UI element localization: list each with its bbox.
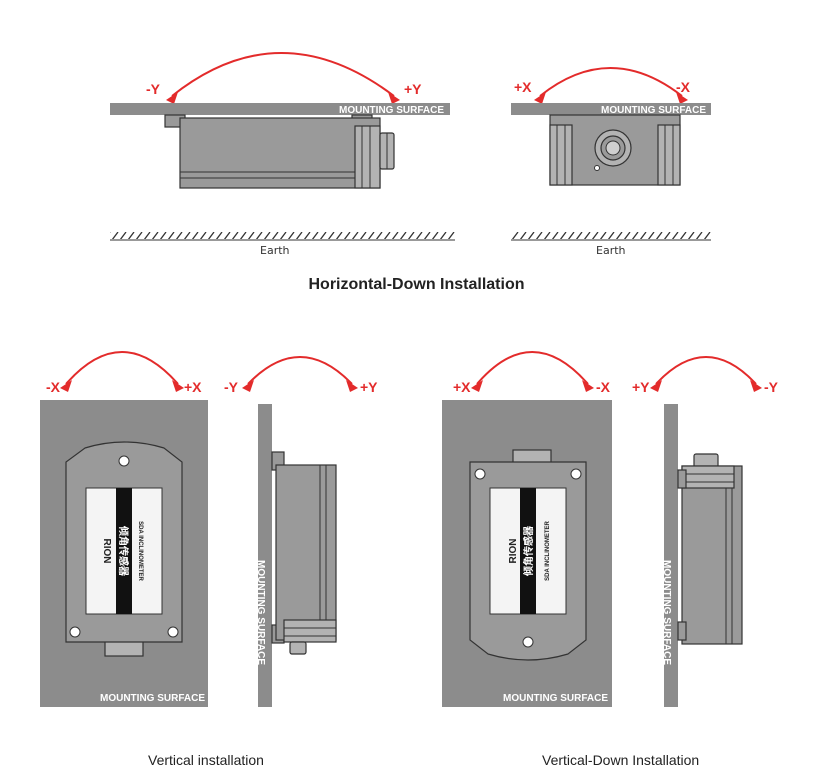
horizontal-down-title: Horizontal-Down Installation [308,276,525,293]
arrow-head-right [388,92,400,104]
mounting-surface-label: MOUNTING SURFACE [661,560,672,665]
mounting-surface-label: MOUNTING SURFACE [339,105,444,116]
top-left-view: -Y +Y MOUNTING SURFACE Earth [110,52,455,257]
rotation-arc [655,356,757,385]
axis-label-left: -Y [224,379,239,395]
vertical-down-side-view: +Y -Y MOUNTING SURFACE [632,356,779,707]
axis-label-left: +Y [632,379,650,395]
device-model: SDA INCLINOMETER [137,521,143,581]
device-body [275,464,337,641]
device-model: SDA INCLINOMETER [545,520,551,580]
mounting-surface [511,103,711,115]
mounting-surface-label: MOUNTING SURFACE [503,693,608,704]
rotation-arc [247,356,353,385]
rotation-arc [476,351,589,385]
earth-hatch [511,232,711,239]
arrow-head-right [676,92,688,104]
vertical-down-installation-caption: Vertical-Down Installation [542,752,700,768]
axis-label-right: -X [596,379,611,395]
axis-label-left: +X [453,379,471,395]
vertical-down-front-view: +X -X MOUNTING SURFACE 倾角传感器 RION SDA IN… [442,351,612,707]
cable-gland [289,641,307,655]
rotation-arc [539,67,683,97]
device-body [681,465,743,645]
rotation-arc [65,351,179,385]
arrow-head-left [166,92,178,104]
vertical-installation-caption: Vertical installation [148,752,264,768]
axis-label-left: -Y [146,81,161,97]
axis-label-right: -X [676,79,691,95]
axis-label-left: -X [46,379,61,395]
axis-label-right: +X [184,379,202,395]
device-end-cap [354,125,381,189]
earth-label: Earth [596,244,626,257]
rotation-arc [171,52,395,97]
device-brand: RION [101,539,112,564]
mounting-surface [110,103,450,115]
mounting-surface-label: MOUNTING SURFACE [100,693,205,704]
mounting-surface [664,404,678,707]
earth-hatch [110,232,455,239]
axis-label-right: -Y [764,379,779,395]
axis-label-right: +Y [360,379,378,395]
earth-label: Earth [260,244,290,257]
mounting-surface [258,404,272,707]
top-right-view: +X -X MOUNTING SURFACE Earth [511,67,711,257]
device-cn-name: 倾角传感器 [522,525,535,577]
axis-label-right: +Y [404,81,422,97]
device-brand: RION [508,539,519,564]
device-cn-name: 倾角传感器 [117,525,130,577]
arrow-head-left [534,92,546,104]
axis-label-left: +X [514,79,532,95]
mounting-surface-label: MOUNTING SURFACE [255,560,266,665]
mounting-surface-label: MOUNTING SURFACE [601,105,706,116]
vertical-side-view: -Y +Y MOUNTING SURFACE [224,356,378,707]
vertical-front-view: -X +X MOUNTING SURFACE 倾角传感器 RION SDA IN… [40,351,208,707]
